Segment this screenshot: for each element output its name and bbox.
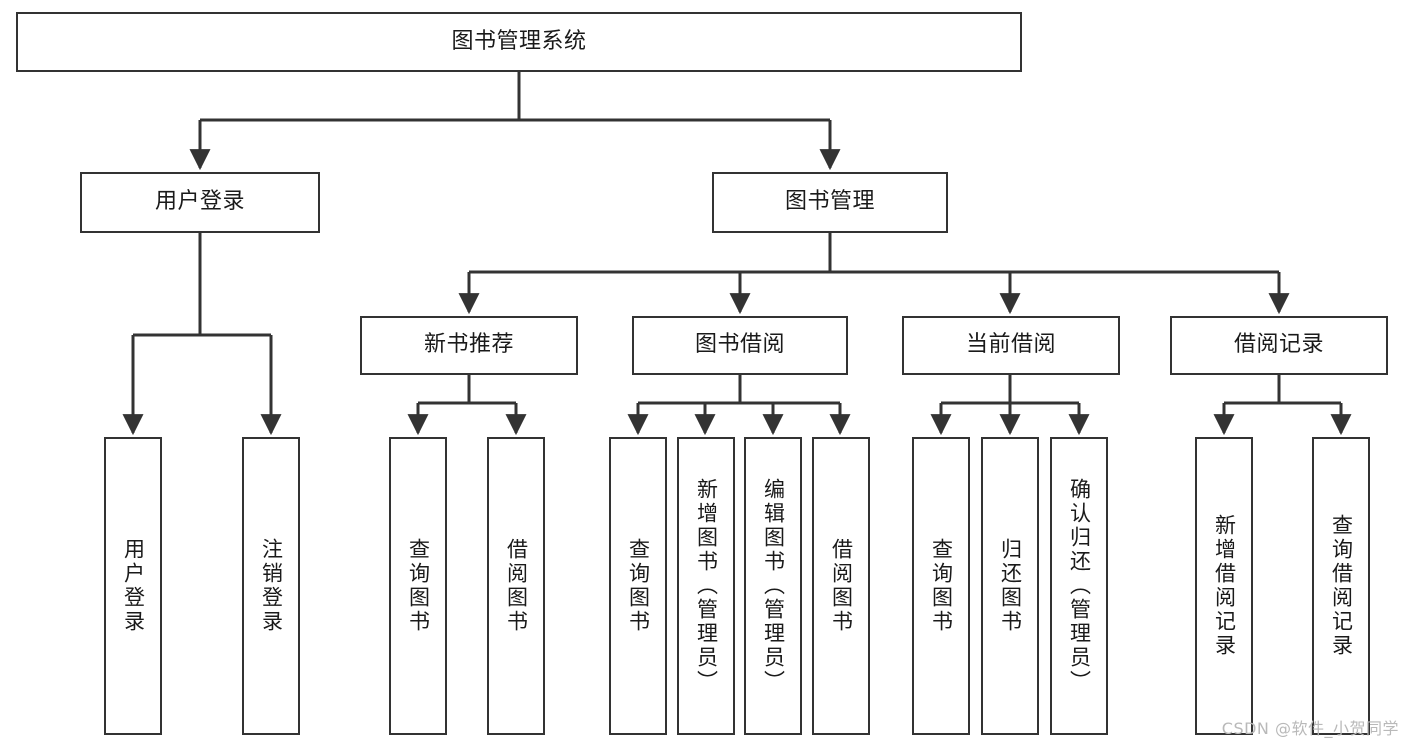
node-label: 查询图书: [626, 538, 651, 634]
node-leaf-query-book-3[interactable]: 查询图书: [912, 437, 970, 735]
node-leaf-borrow-book-2[interactable]: 借阅图书: [812, 437, 870, 735]
node-leaf-borrow-book-1[interactable]: 借阅图书: [487, 437, 545, 735]
node-label: 借阅图书: [504, 538, 529, 634]
node-leaf-edit-book-admin[interactable]: 编辑图书（管理员）: [744, 437, 802, 735]
node-label: 查询图书: [929, 538, 954, 634]
node-leaf-logout-login[interactable]: 注销登录: [242, 437, 300, 735]
node-label: 用户登录: [121, 538, 146, 634]
node-label: 归还图书: [998, 538, 1023, 634]
node-leaf-add-borrow-record[interactable]: 新增借阅记录: [1195, 437, 1253, 735]
node-root-book-management-system[interactable]: 图书管理系统: [16, 12, 1022, 72]
node-leaf-query-borrow-record[interactable]: 查询借阅记录: [1312, 437, 1370, 735]
node-label: 新增图书（管理员）: [694, 478, 719, 694]
watermark-text: CSDN @软件_小贺同学: [1221, 719, 1399, 738]
node-label: 查询图书: [406, 538, 431, 634]
node-label: 图书借阅: [694, 332, 785, 358]
node-user-login[interactable]: 用户登录: [80, 172, 320, 233]
node-label: 查询借阅记录: [1329, 514, 1354, 658]
node-label: 注销登录: [259, 538, 284, 634]
node-borrow-record[interactable]: 借阅记录: [1170, 316, 1388, 375]
node-label: 新增借阅记录: [1212, 514, 1237, 658]
node-new-book-recommend[interactable]: 新书推荐: [360, 316, 578, 375]
node-leaf-query-book-2[interactable]: 查询图书: [609, 437, 667, 735]
node-label: 确认归还（管理员）: [1067, 478, 1092, 694]
node-book-management[interactable]: 图书管理: [712, 172, 948, 233]
node-label: 图书管理系统: [451, 28, 587, 54]
node-current-borrow[interactable]: 当前借阅: [902, 316, 1120, 375]
node-label: 图书管理: [784, 189, 875, 215]
node-leaf-add-book-admin[interactable]: 新增图书（管理员）: [677, 437, 735, 735]
node-label: 新书推荐: [423, 332, 514, 358]
node-leaf-return-book[interactable]: 归还图书: [981, 437, 1039, 735]
node-leaf-query-book-1[interactable]: 查询图书: [389, 437, 447, 735]
node-label: 用户登录: [154, 189, 245, 215]
node-label: 借阅记录: [1233, 332, 1324, 358]
node-book-borrow[interactable]: 图书借阅: [632, 316, 848, 375]
node-leaf-confirm-return-admin[interactable]: 确认归还（管理员）: [1050, 437, 1108, 735]
node-leaf-user-login[interactable]: 用户登录: [104, 437, 162, 735]
node-label: 编辑图书（管理员）: [761, 478, 786, 694]
node-label: 当前借阅: [965, 332, 1056, 358]
node-label: 借阅图书: [829, 538, 854, 634]
